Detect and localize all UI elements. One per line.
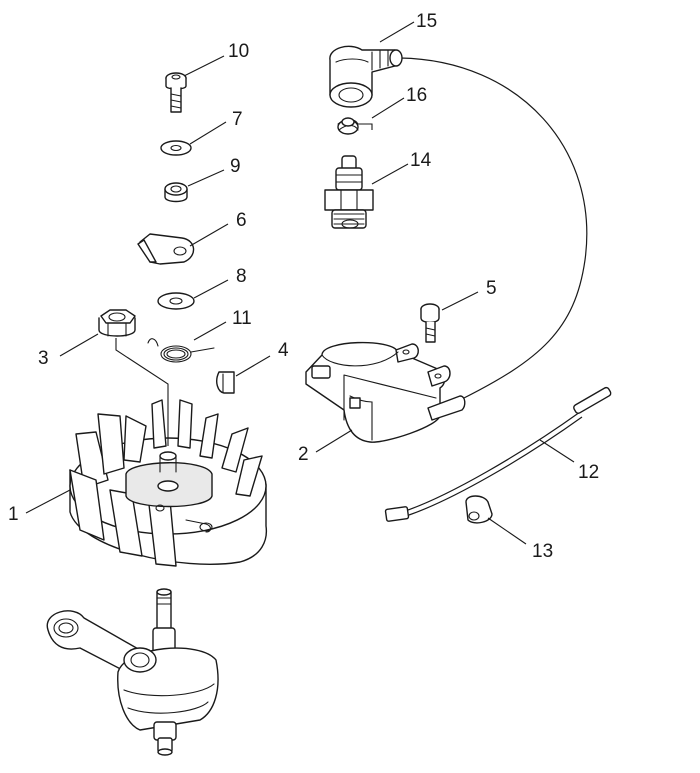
- leader-7: [189, 121, 227, 145]
- spark-plug-cap: [329, 45, 403, 108]
- leader-4: [235, 355, 271, 377]
- pawl-spring: [147, 338, 215, 363]
- leader-10: [183, 55, 225, 77]
- flywheel-screw: [165, 72, 187, 113]
- callout-2: 2: [298, 444, 309, 465]
- leader-16: [358, 97, 405, 130]
- callout-16: 16: [406, 85, 427, 106]
- stop-switch-wire: [384, 386, 612, 522]
- leader-1: [25, 489, 71, 514]
- leader-14: [371, 163, 409, 185]
- leader-15: [379, 21, 415, 43]
- woodruff-key: [216, 371, 235, 394]
- ignition-coil: [305, 341, 466, 443]
- callout-14: 14: [410, 150, 432, 171]
- callout-12: 12: [578, 462, 599, 483]
- bushing: [164, 182, 188, 203]
- ht-lead-wire: [399, 57, 588, 401]
- flat-washer: [157, 292, 195, 310]
- callout-8: 8: [236, 266, 247, 287]
- pawl: [137, 233, 195, 265]
- leader-6: [189, 223, 229, 247]
- terminal-spring: [337, 117, 359, 135]
- leader-13: [487, 517, 527, 545]
- callout-5: 5: [486, 278, 497, 299]
- callout-6: 6: [236, 210, 247, 231]
- flywheel-nut: [98, 309, 136, 337]
- callout-11: 11: [232, 308, 252, 329]
- callout-7: 7: [232, 109, 243, 130]
- flywheel: [69, 399, 268, 567]
- leader-3: [59, 333, 99, 357]
- leader-8: [193, 279, 229, 299]
- callout-1: 1: [8, 504, 19, 525]
- crankshaft: [46, 588, 219, 756]
- callout-3: 3: [38, 348, 49, 369]
- callout-9: 9: [230, 156, 241, 177]
- leader-12: [539, 439, 575, 463]
- coil-bolt: [420, 303, 440, 343]
- washer: [160, 140, 192, 156]
- leader-5: [441, 291, 479, 311]
- spark-plug: [324, 155, 374, 229]
- wire-grommet: [465, 495, 493, 524]
- callout-13: 13: [532, 541, 553, 562]
- leader-11: [193, 321, 227, 341]
- leader-lines: [25, 21, 575, 545]
- callout-10: 10: [228, 41, 249, 62]
- callout-4: 4: [278, 340, 289, 361]
- callout-15: 15: [416, 11, 437, 32]
- leader-2: [315, 429, 353, 453]
- leader-3b: [115, 338, 169, 446]
- callout-labels: 1 2 3 4 5 6 7 8 9 10 11 12 13 14 15 16: [8, 11, 599, 562]
- leader-9: [187, 169, 225, 187]
